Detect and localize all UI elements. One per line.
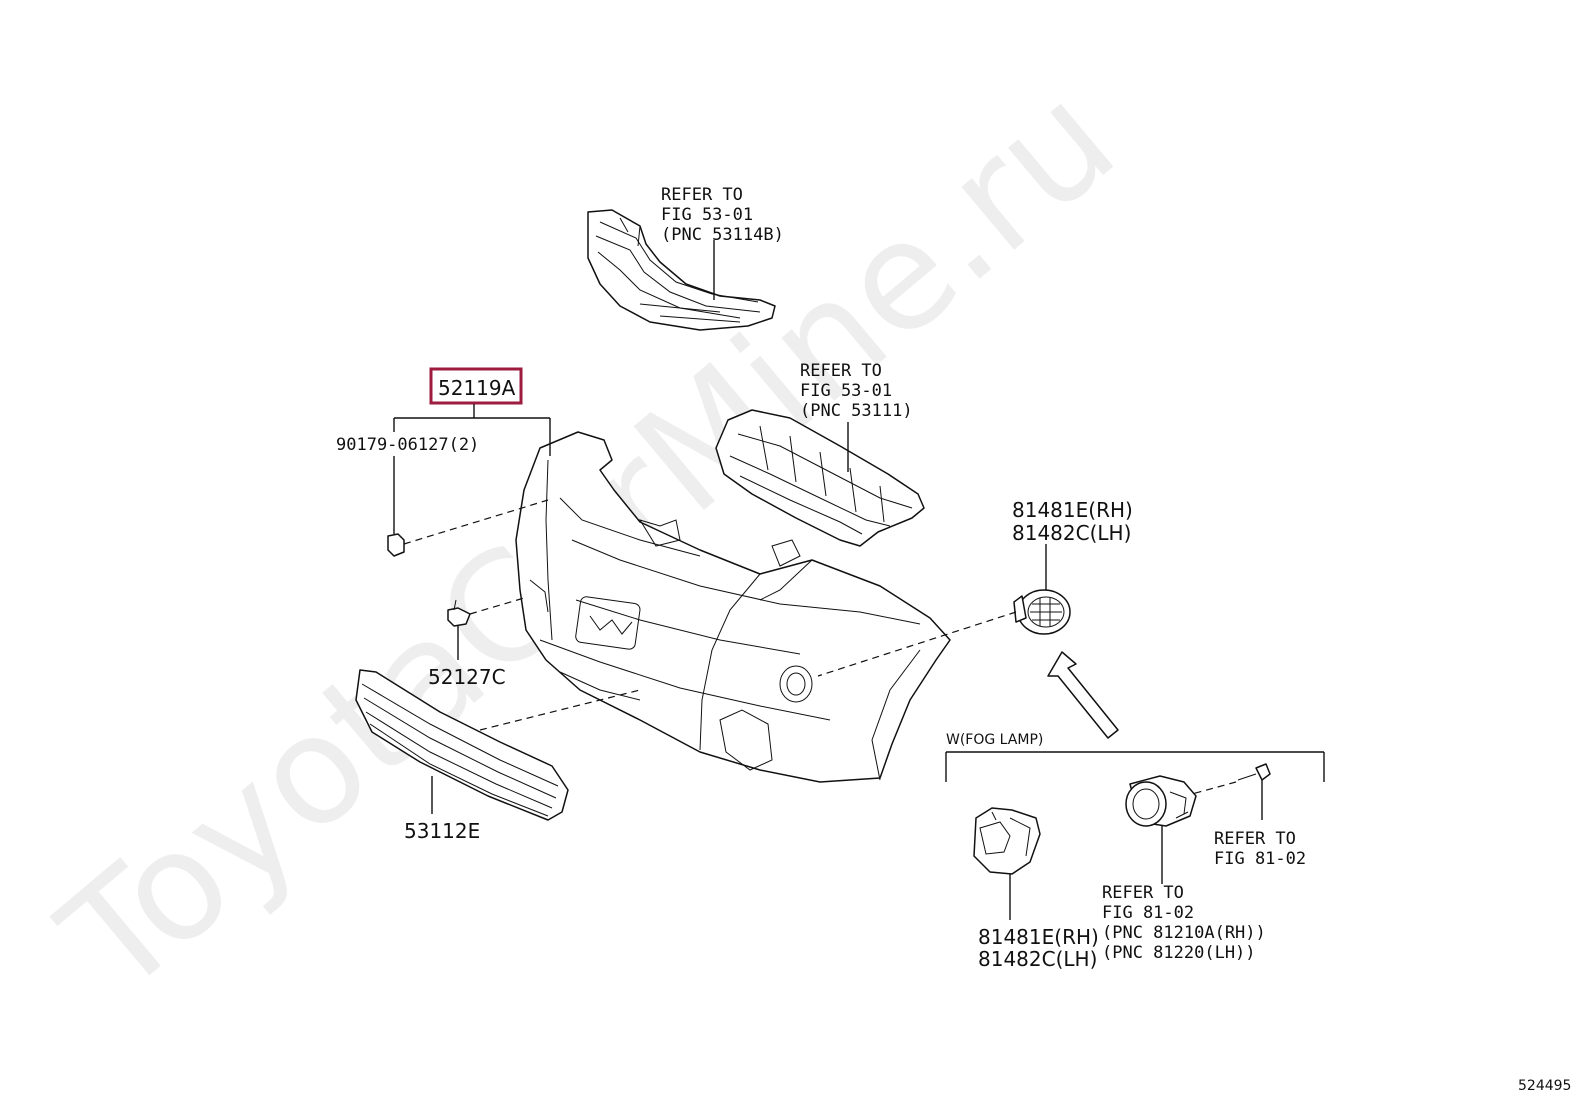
figure-number: 524495 — [1518, 1078, 1571, 1094]
svg-text:FIG 81-02: FIG 81-02 — [1102, 903, 1194, 923]
svg-text:(PNC 81220(LH)): (PNC 81220(LH)) — [1102, 943, 1256, 963]
svg-text:81481E(RH): 81481E(RH) — [1012, 498, 1133, 522]
cover-bottom-label[interactable]: 81481E(RH) 81482C(LH) — [978, 925, 1099, 971]
main-part-label[interactable]: 52119A — [438, 376, 516, 400]
leader-52119a — [393, 404, 551, 456]
svg-text:(PNC 53114B): (PNC 53114B) — [661, 225, 784, 245]
svg-text:REFER TO: REFER TO — [1102, 883, 1184, 903]
svg-text:REFER TO: REFER TO — [661, 185, 743, 205]
fog-group-bracket — [945, 751, 1325, 782]
svg-text:81482C(LH): 81482C(LH) — [978, 947, 1097, 971]
upper-retainer-drawing — [587, 209, 776, 331]
svg-text:FIG 53-01: FIG 53-01 — [661, 205, 753, 225]
callout-refer-8102-lamp: REFER TO FIG 81-02 (PNC 81210A(RH)) (PNC… — [1102, 883, 1266, 963]
svg-text:(PNC 53111): (PNC 53111) — [800, 401, 913, 421]
retainer-drawing — [447, 599, 471, 627]
fog-lamp-drawing — [1125, 775, 1197, 827]
svg-text:REFER TO: REFER TO — [1214, 829, 1296, 849]
svg-text:81481E(RH): 81481E(RH) — [978, 925, 1099, 949]
grille-label[interactable]: 53112E — [404, 819, 480, 843]
clip-nut-drawing — [387, 533, 405, 557]
view-arrow — [1047, 651, 1119, 739]
svg-text:81482C(LH): 81482C(LH) — [1012, 521, 1131, 545]
svg-text:(PNC 81210A(RH)): (PNC 81210A(RH)) — [1102, 923, 1266, 943]
main-part-highlight — [429, 367, 523, 405]
cover-top-drawing — [1013, 589, 1071, 635]
svg-text:FIG 81-02: FIG 81-02 — [1214, 849, 1306, 869]
dash-retainer — [469, 597, 525, 615]
dash-grille — [479, 689, 641, 731]
cover-bottom-drawing — [973, 807, 1041, 875]
dash-clip — [403, 499, 549, 545]
dash-screw — [1191, 781, 1237, 795]
upper-grille-drawing — [715, 409, 925, 547]
callout-refer-8102-screw: REFER TO FIG 81-02 — [1214, 829, 1306, 869]
screw-drawing — [1237, 763, 1271, 781]
cover-top-label[interactable]: 81481E(RH) 81482C(LH) — [1012, 498, 1133, 545]
svg-text:FIG 53-01: FIG 53-01 — [800, 381, 892, 401]
lower-grille-drawing — [355, 669, 569, 821]
callout-refer-53111: REFER TO FIG 53-01 (PNC 53111) — [800, 361, 913, 421]
dash-cover — [817, 611, 1017, 677]
retainer-label[interactable]: 52127C — [428, 665, 506, 689]
fog-group-label[interactable]: W(FOG LAMP) — [946, 732, 1043, 748]
bumper-cover-drawing — [515, 431, 951, 783]
clip-label[interactable]: 90179-06127(2) — [336, 435, 479, 455]
callout-refer-53114b: REFER TO FIG 53-01 (PNC 53114B) — [661, 185, 784, 245]
svg-text:REFER TO: REFER TO — [800, 361, 882, 381]
